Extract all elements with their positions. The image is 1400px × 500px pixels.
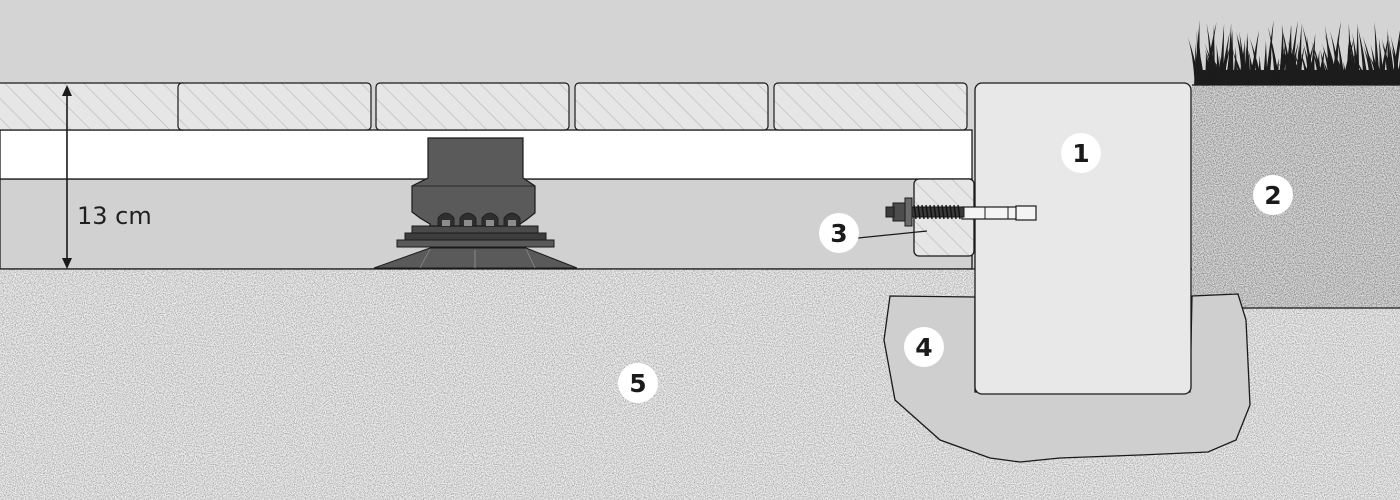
callout-2: 2 bbox=[1253, 175, 1293, 215]
grass-turf bbox=[1187, 20, 1400, 86]
soil-fill-block bbox=[1192, 84, 1400, 309]
paving-slab bbox=[773, 82, 968, 131]
svg-text:5: 5 bbox=[629, 369, 646, 398]
anchor-washer bbox=[904, 197, 913, 227]
height-dimension: 13 cm bbox=[62, 85, 152, 269]
pedestal-shim-wide bbox=[396, 239, 555, 248]
callout-3: 3 bbox=[819, 213, 859, 253]
svg-text:3: 3 bbox=[830, 219, 847, 248]
curb-block bbox=[974, 82, 1192, 395]
adjustable-pedestal bbox=[373, 137, 578, 269]
edge-block-with-anchor bbox=[885, 178, 1037, 257]
paving-slab bbox=[574, 82, 769, 131]
dimension-label: 13 cm bbox=[77, 202, 152, 230]
anchor-nut bbox=[892, 202, 906, 222]
paving-slab bbox=[0, 82, 188, 131]
anchor-thread bbox=[911, 204, 965, 220]
callout-4: 4 bbox=[904, 327, 944, 367]
svg-text:2: 2 bbox=[1264, 181, 1281, 210]
paving-slabs bbox=[0, 82, 968, 131]
callout-1: 1 bbox=[1061, 133, 1101, 173]
paving-slab bbox=[375, 82, 570, 131]
callout-3-leader bbox=[857, 230, 928, 239]
pedestal-body bbox=[411, 137, 536, 227]
anchor-sleeve bbox=[961, 206, 1023, 220]
callout-5: 5 bbox=[618, 363, 658, 403]
svg-text:1: 1 bbox=[1072, 139, 1089, 168]
paving-slab bbox=[177, 82, 372, 131]
svg-text:4: 4 bbox=[915, 333, 932, 362]
